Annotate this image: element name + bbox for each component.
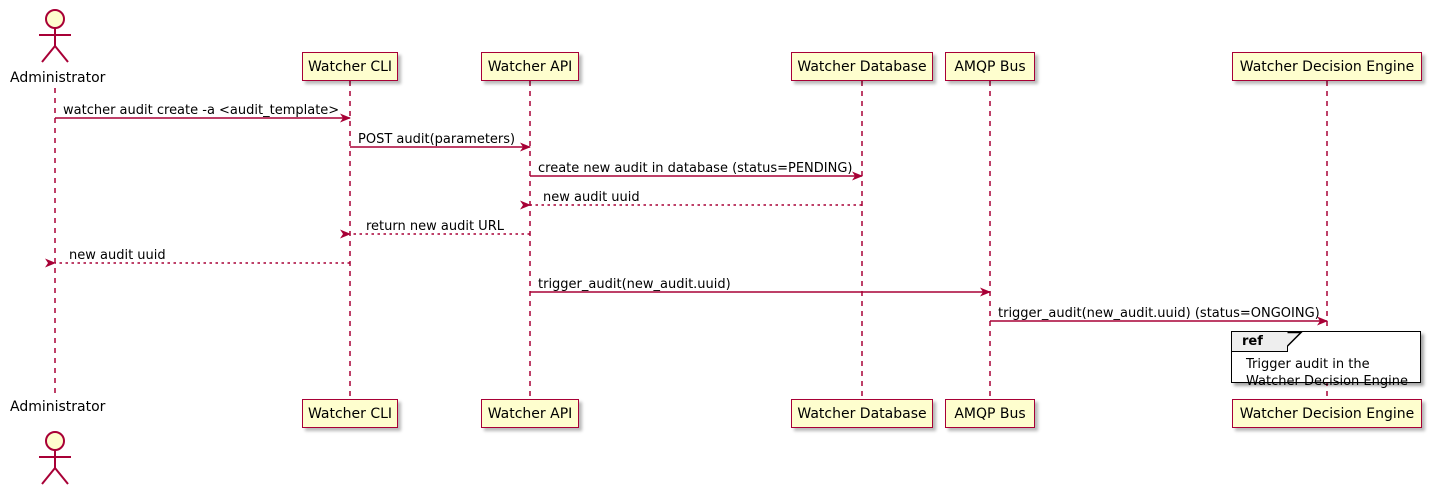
actor-figures-group [39, 9, 71, 485]
participant-foot-amqp-bus[interactable]: AMQP Bus [945, 399, 1035, 428]
arrows-group [45, 113, 1328, 326]
message-label-7: trigger_audit(new_audit.uuid) (status=ON… [998, 306, 1320, 321]
participant-foot-watcher-decision-engine[interactable]: Watcher Decision Engine [1232, 399, 1422, 428]
actor-figure-administrator-top [39, 9, 71, 63]
actor-right-leg-icon [54, 45, 69, 63]
participant-label: Watcher Database [797, 405, 927, 422]
ref-fragment-tab-label: ref [1242, 334, 1263, 349]
actor-figure-administrator-bottom [39, 431, 71, 485]
message-label-1: POST audit(parameters) [358, 132, 516, 147]
message-label-3: new audit uuid [543, 190, 640, 205]
participant-label: Watcher API [487, 58, 573, 75]
participant-head-amqp-bus[interactable]: AMQP Bus [945, 52, 1035, 81]
participant-label: Watcher CLI [307, 405, 393, 422]
ref-fragment-line-1: Trigger audit in the [1246, 357, 1370, 372]
participant-head-watcher-cli[interactable]: Watcher CLI [302, 52, 398, 81]
actor-head-icon [45, 9, 65, 29]
participant-label: AMQP Bus [954, 405, 1026, 422]
actor-head-icon [45, 431, 65, 451]
actor-right-leg-icon [54, 467, 69, 485]
participant-label: Watcher Decision Engine [1239, 58, 1415, 75]
participant-foot-watcher-api[interactable]: Watcher API [481, 399, 579, 428]
participant-foot-watcher-database[interactable]: Watcher Database [791, 399, 933, 428]
actor-left-leg-icon [41, 45, 56, 63]
ref-fragment-body: Trigger audit in the Watcher Decision En… [1246, 356, 1408, 390]
ref-tab-corner-icon [1287, 332, 1303, 347]
actor-label-administrator-top: Administrator [10, 70, 106, 86]
message-label-5: new audit uuid [69, 248, 166, 263]
ref-fragment-line-2: Watcher Decision Engine [1246, 374, 1408, 389]
participant-label: Watcher Decision Engine [1239, 405, 1415, 422]
participant-head-watcher-decision-engine[interactable]: Watcher Decision Engine [1232, 52, 1422, 81]
lifelines-group [54, 81, 1328, 399]
participant-foot-watcher-cli[interactable]: Watcher CLI [302, 399, 398, 428]
message-label-0: watcher audit create -a <audit_template> [63, 103, 340, 118]
participant-label: AMQP Bus [954, 58, 1026, 75]
participant-head-watcher-database[interactable]: Watcher Database [791, 52, 933, 81]
participant-label: Watcher CLI [307, 58, 393, 75]
message-label-4: return new audit URL [366, 219, 504, 234]
ref-fragment[interactable]: ref Trigger audit in the Watcher Decisio… [1231, 331, 1421, 389]
participant-head-watcher-api[interactable]: Watcher API [481, 52, 579, 81]
participant-label: Watcher API [487, 405, 573, 422]
actor-label-administrator-bottom: Administrator [10, 399, 106, 415]
message-label-2: create new audit in database (status=PEN… [538, 161, 853, 176]
actor-left-leg-icon [41, 467, 56, 485]
message-label-6: trigger_audit(new_audit.uuid) [538, 277, 731, 292]
participant-label: Watcher Database [797, 58, 927, 75]
